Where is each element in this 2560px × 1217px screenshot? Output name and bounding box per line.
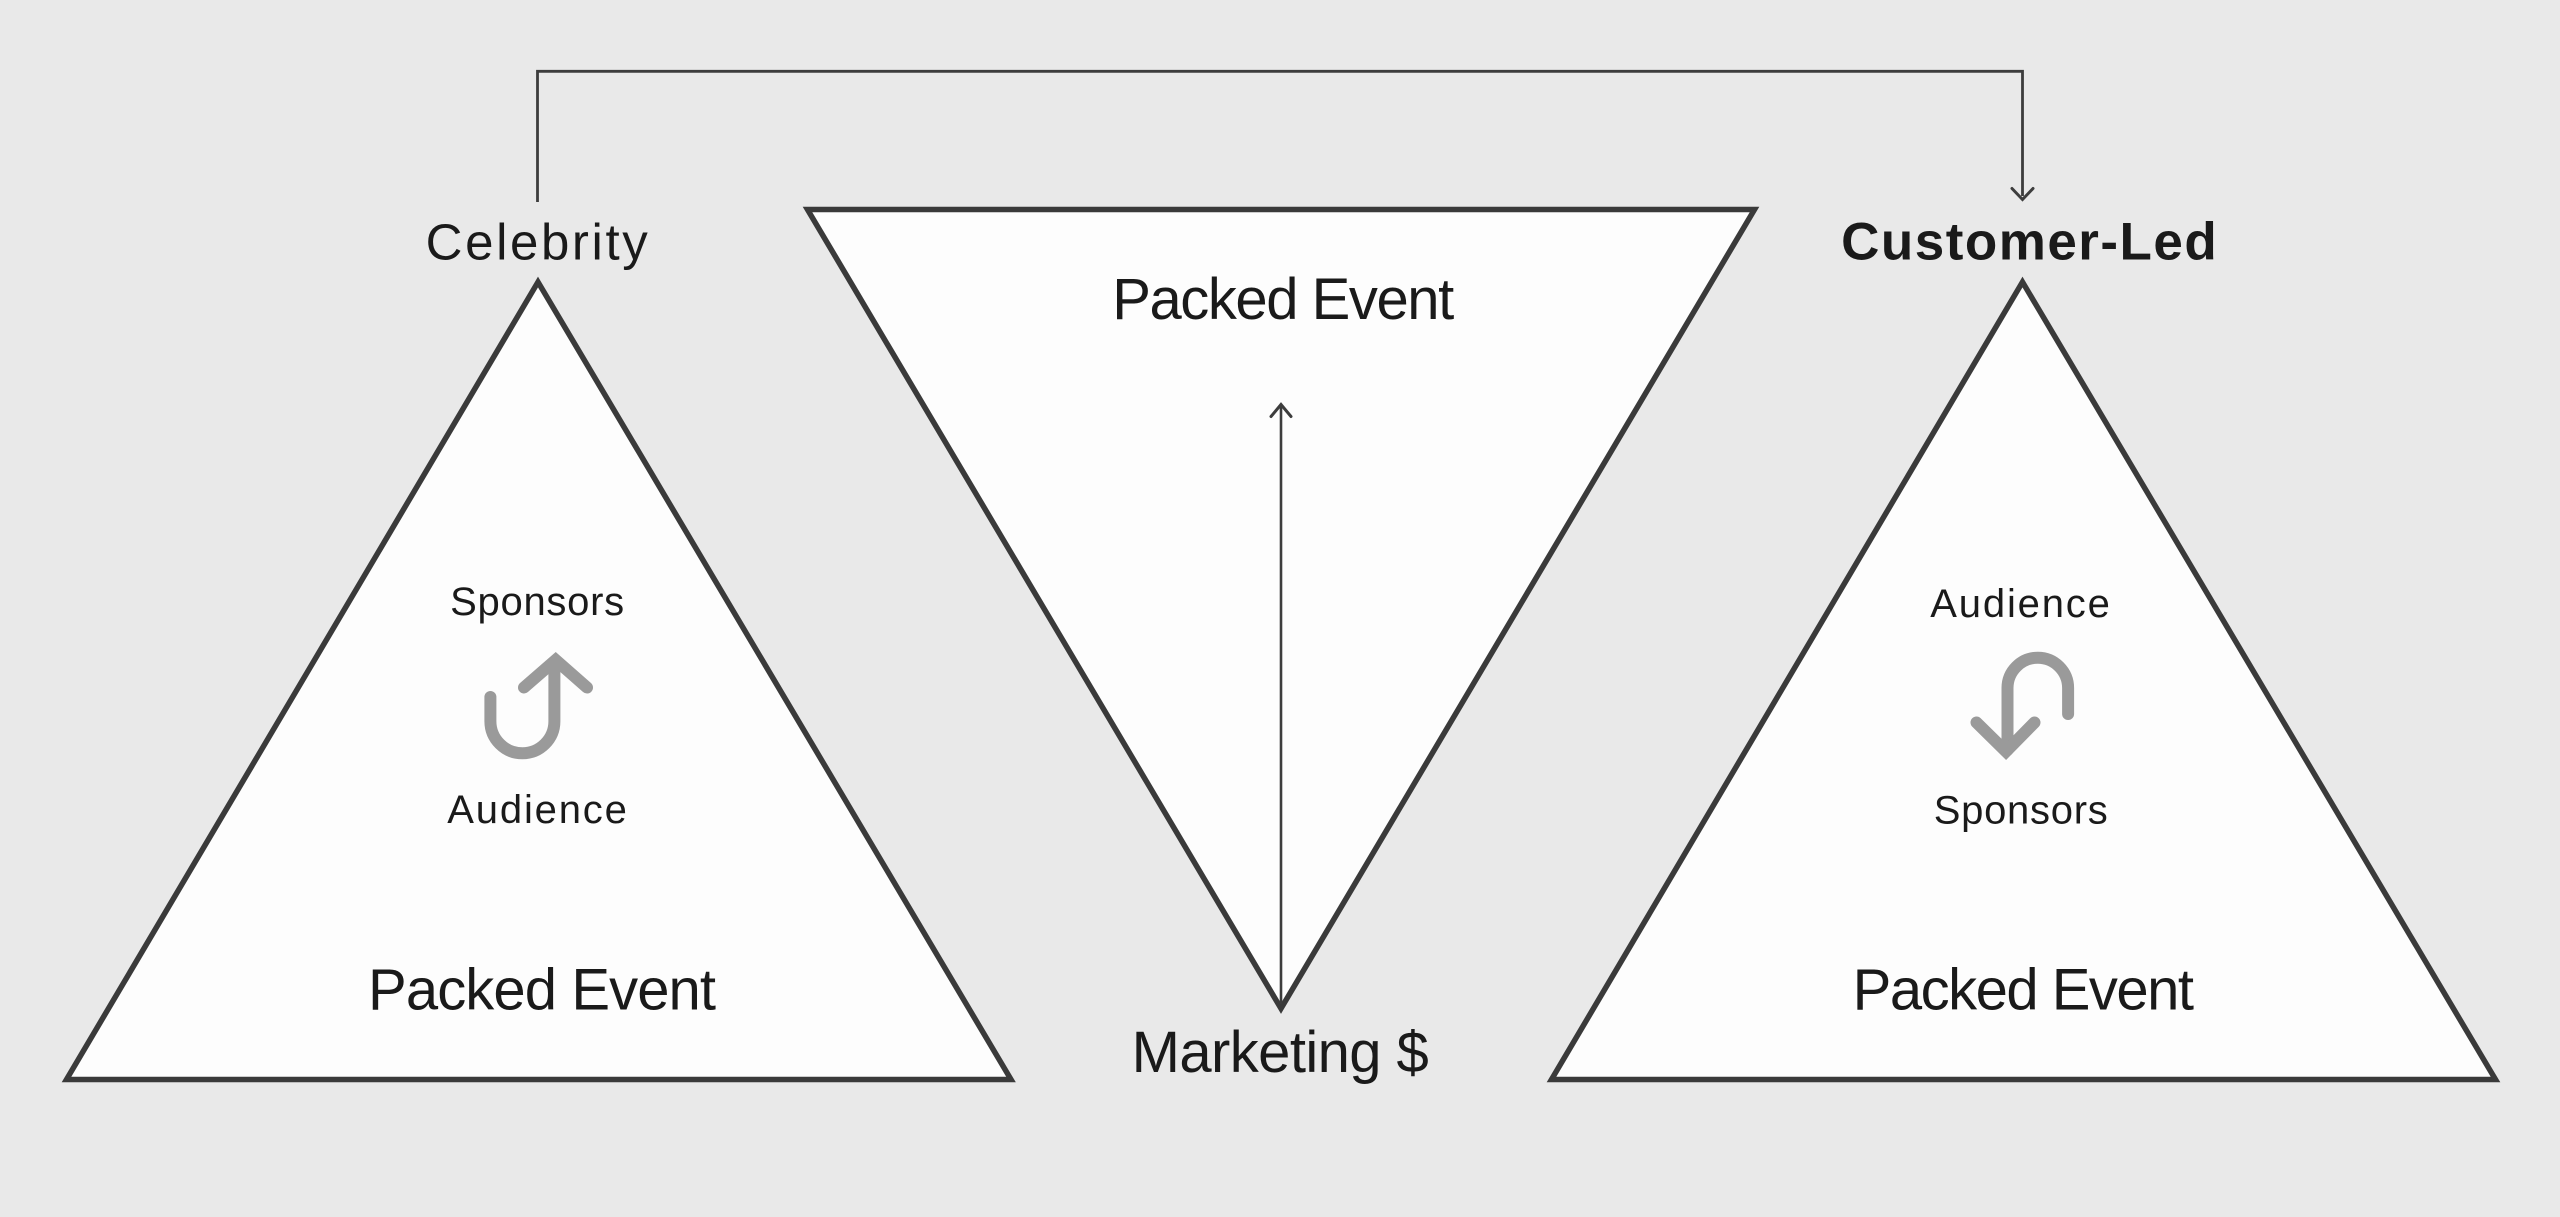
svg-text:Marketing $: Marketing $ [1132,1020,1429,1085]
svg-text:Sponsors: Sponsors [450,580,625,624]
svg-text:Packed Event: Packed Event [368,958,716,1023]
svg-text:Sponsors: Sponsors [1934,788,2109,832]
svg-text:Packed Event: Packed Event [1112,267,1454,332]
svg-text:Audience: Audience [1930,582,2111,626]
svg-text:Customer-Led: Customer-Led [1841,213,2218,272]
svg-text:Celebrity: Celebrity [426,214,651,271]
svg-text:Audience: Audience [447,788,628,832]
svg-text:Packed Event: Packed Event [1853,958,2194,1023]
